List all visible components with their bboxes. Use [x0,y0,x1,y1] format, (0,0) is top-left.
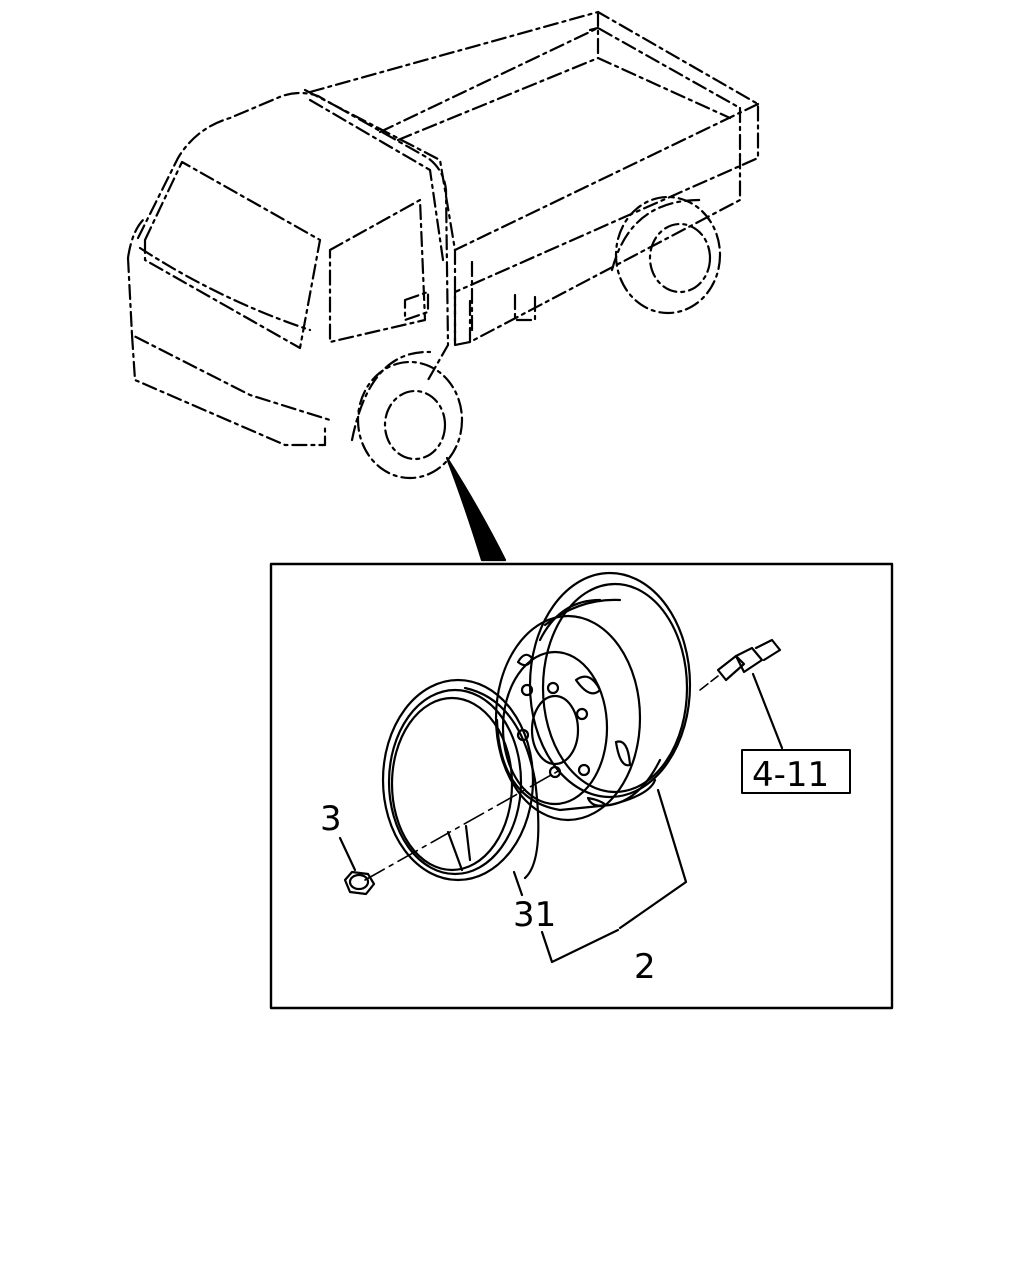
valve-axis-line [699,675,719,691]
center-axis-line [364,769,561,881]
cargo-bed [303,10,760,347]
nut-part [343,870,376,896]
front-wheel [350,350,464,480]
valve-stem [716,638,782,682]
side-ring [381,678,540,882]
reference-box-label[interactable]: 4-11 [752,755,829,795]
detail-frame [269,562,894,1010]
label-nut: 3 [320,799,342,839]
rear-wheel [610,195,722,315]
leader-ring [512,870,524,897]
leader-nut [338,836,357,872]
leader-valve [751,672,784,750]
truck-illustration [126,10,760,480]
label-rim-ring: 31 [513,895,556,935]
truck-cab [126,91,450,447]
wheel-rim [494,571,692,822]
reference-box-frame [741,749,851,794]
bracket-assembly [540,928,620,964]
detail-pointer [445,456,507,562]
leader-rim [618,788,688,930]
label-wheel-assembly: 2 [634,947,656,987]
